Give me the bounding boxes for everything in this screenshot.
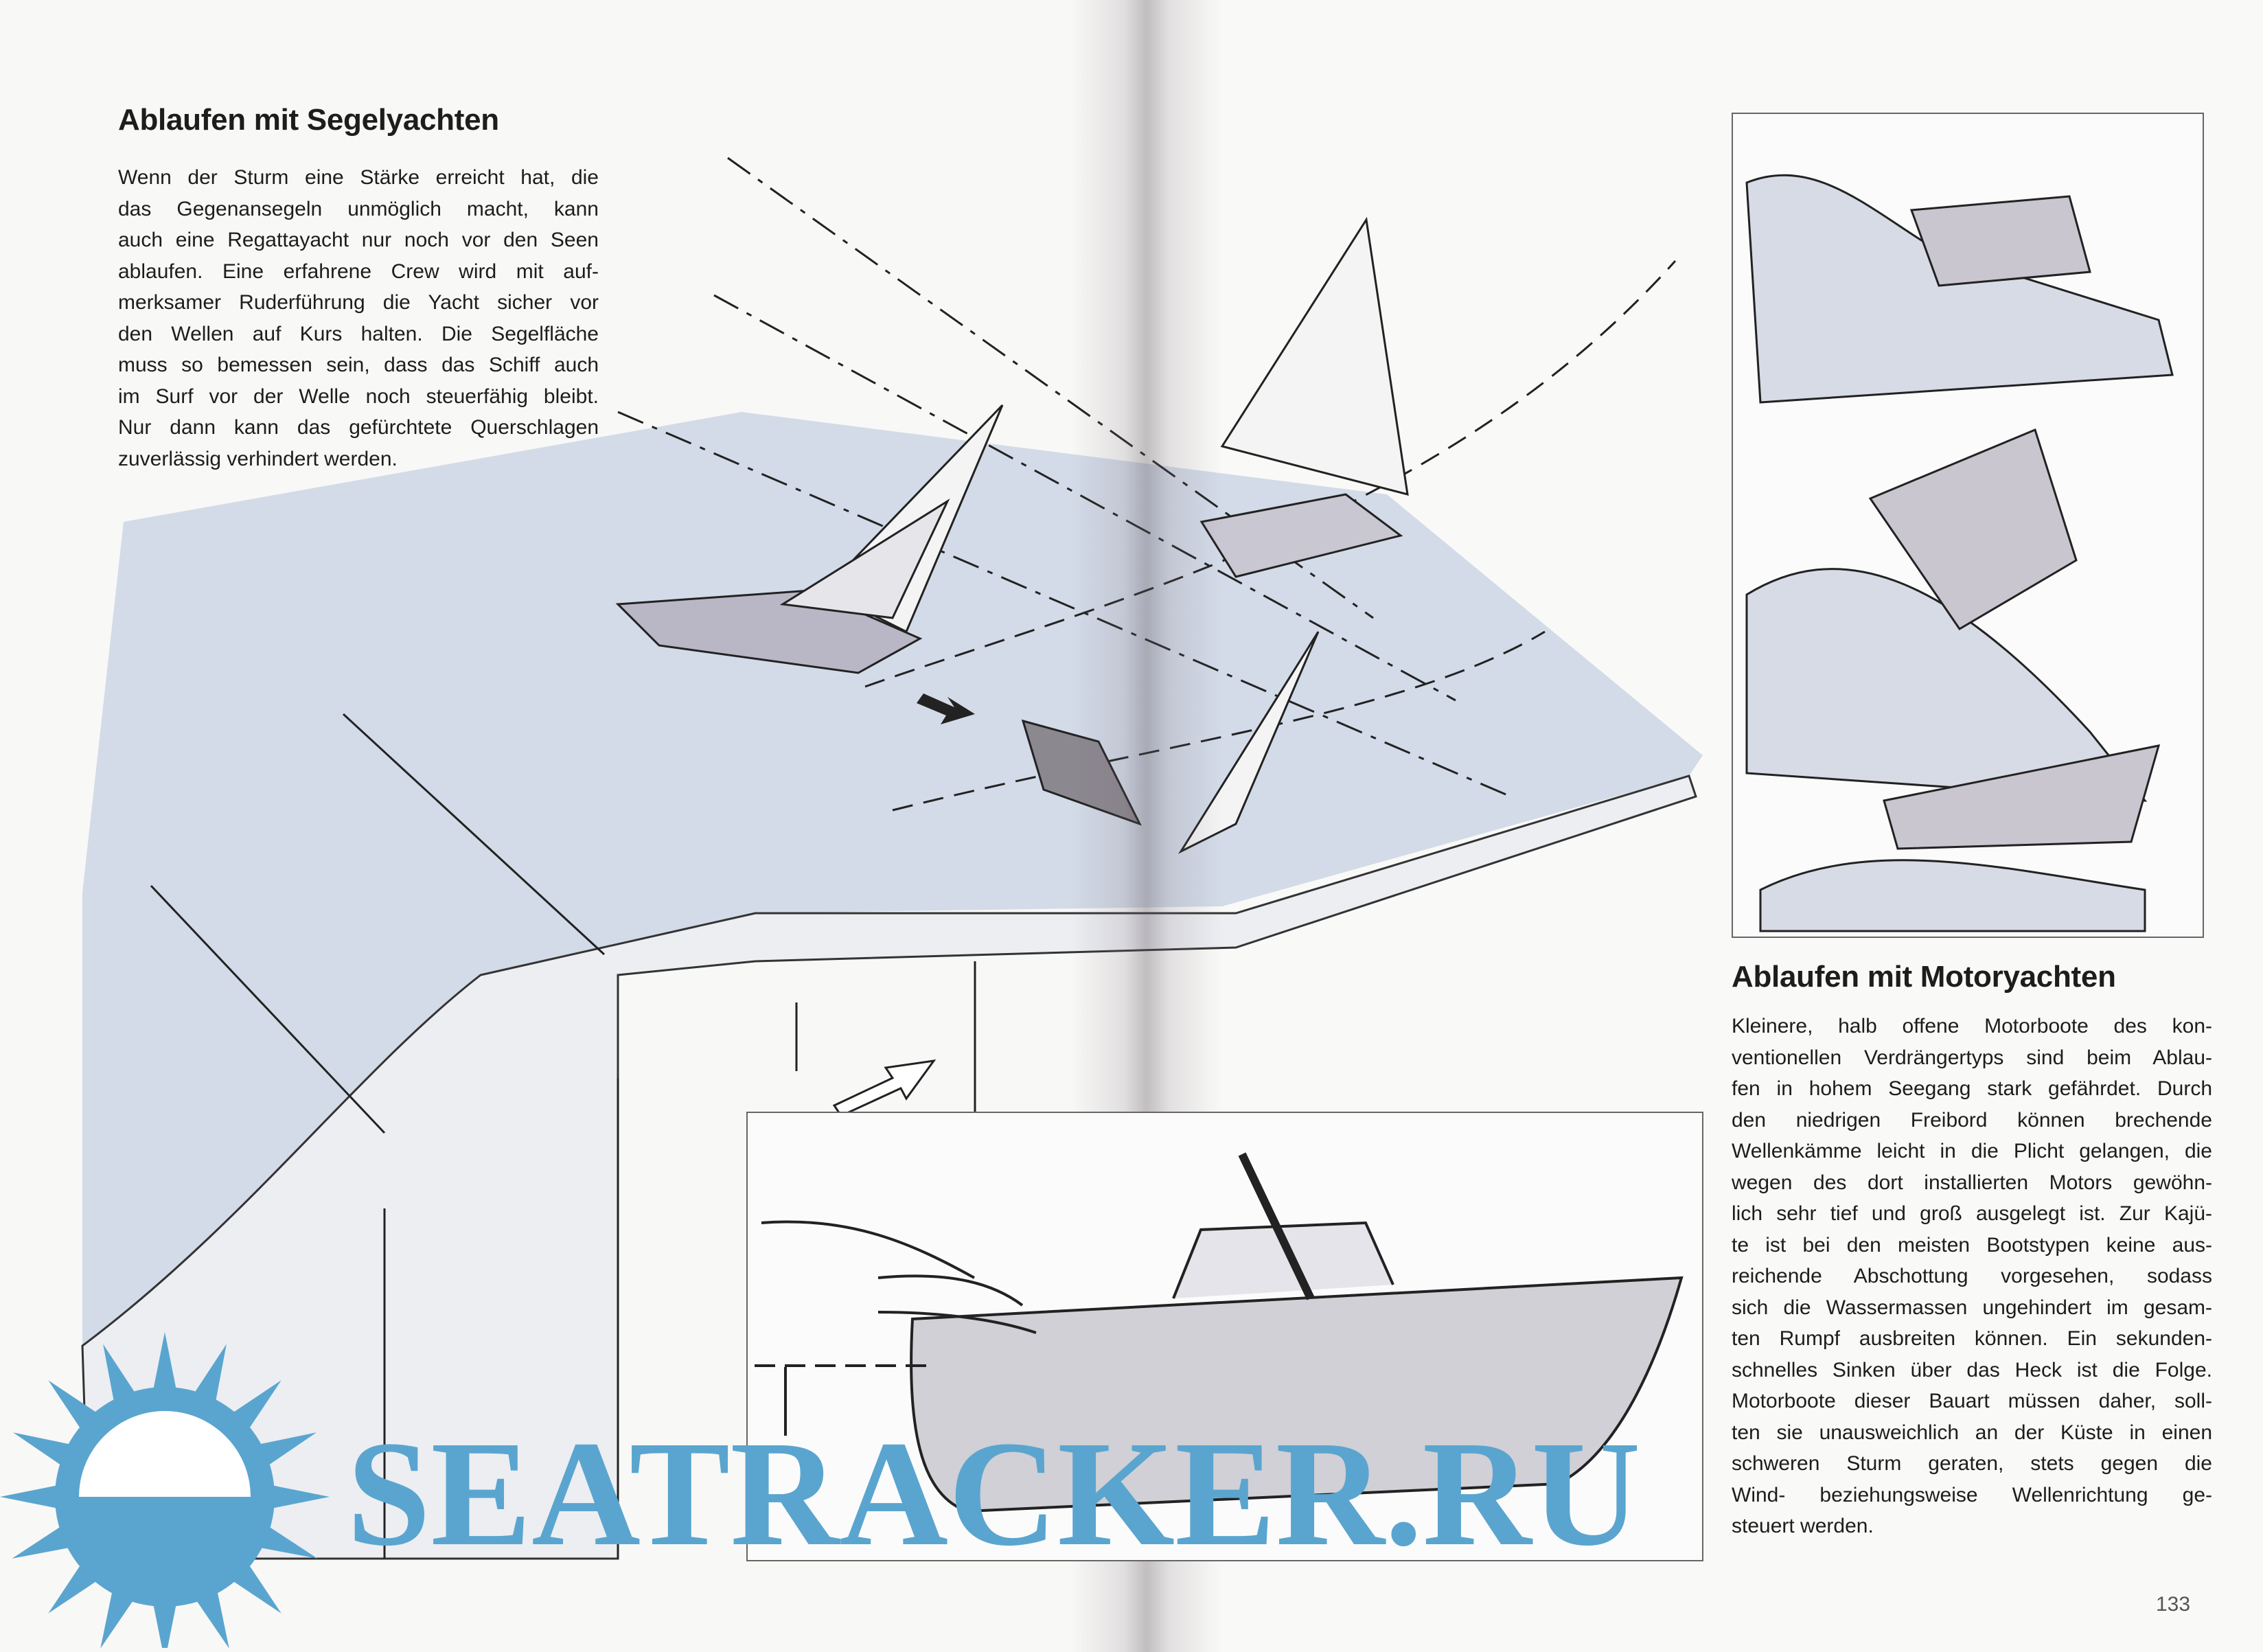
body-line: ventionellen Verdrängertyps sind beim Ab… [1732, 1046, 2212, 1069]
body-line: te ist bei den meisten Bootstypen keine … [1732, 1233, 2212, 1257]
body-line: schweren Sturm geraten, stets gegen die [1732, 1452, 2212, 1475]
body-line: merksamer Ruderführung die Yacht sicher … [118, 291, 599, 314]
body-line: Wenn der Sturm eine Stärke erreicht hat,… [118, 166, 599, 189]
body-line: sich die Wassermassen ungehindert im ges… [1732, 1296, 2212, 1319]
left-page-body: Wenn der Sturm eine Stärke erreicht hat,… [118, 162, 599, 474]
body-line: lich sehr tief und groß ausgelegt ist. Z… [1732, 1202, 2212, 1225]
body-line: ten sie unausweichlich an der Küste in e… [1732, 1421, 2212, 1444]
page-number-left: 132 [110, 1546, 145, 1569]
body-line: zuverlässig verhindert werden. [118, 447, 398, 470]
motorboat-cross-section-illustration [746, 1112, 1703, 1561]
body-line: Wellenkämme leicht in die Plicht gelange… [1732, 1140, 2212, 1162]
sailboat-broaching [1021, 631, 1320, 854]
left-page-title: Ablaufen mit Segelyachten [118, 103, 499, 137]
body-line: Wind- beziehungsweise Wellenrichtung ge- [1732, 1483, 2212, 1506]
body-line: das Gegenansegeln unmöglich macht, kann [118, 197, 599, 220]
wind-arrow-icon [832, 1059, 937, 1117]
motorboat-sequence-illustration [1732, 113, 2204, 938]
body-line: reichende Abschottung vorgesehen, sodass [1732, 1265, 2212, 1287]
body-line: ablaufen. Eine erfahrene Crew wird mit a… [118, 260, 599, 283]
watermark-text: SEATRACKER.RU [347, 1410, 1641, 1577]
body-line: den Wellen auf Kurs halten. Die Segelflä… [118, 322, 599, 345]
body-line: ten Rumpf ausbreiten können. Ein sekunde… [1732, 1327, 2212, 1350]
body-line: im Surf vor der Welle noch steuerfähig b… [118, 385, 599, 408]
body-line: Motorboote dieser Bauart müssen daher, s… [1732, 1390, 2212, 1412]
body-line: steuert werden. [1732, 1515, 1874, 1537]
sailboat-left [615, 404, 1004, 674]
body-line: Kleinere, halb offene Motorboote des kon… [1732, 1015, 2212, 1037]
body-line: muss so bemessen sein, dass das Schiff a… [118, 354, 599, 376]
page-number-right: 133 [2156, 1593, 2191, 1616]
wave-face [81, 775, 1697, 1560]
right-page-body: Kleinere, halb offene Motorboote des kon… [1732, 1011, 2212, 1542]
sailboat-right [1199, 216, 1409, 578]
sea-surface [82, 412, 1703, 1346]
right-page-title: Ablaufen mit Motoryachten [1732, 960, 2116, 994]
body-line: den niedrigen Freibord können brechende [1732, 1108, 2212, 1132]
direction-arrow-icon [917, 693, 975, 724]
body-line: Nur dann kann das gefürchtete Querschlag… [118, 416, 599, 439]
body-line: fen in hohem Seegang stark gefährdet. Du… [1732, 1077, 2212, 1100]
body-line: wegen des dort installierten Motors gewö… [1732, 1171, 2212, 1194]
body-line: auch eine Regattayacht nur noch vor den … [118, 229, 599, 251]
body-line: schnelles Sinken über das Heck ist die F… [1732, 1358, 2212, 1381]
